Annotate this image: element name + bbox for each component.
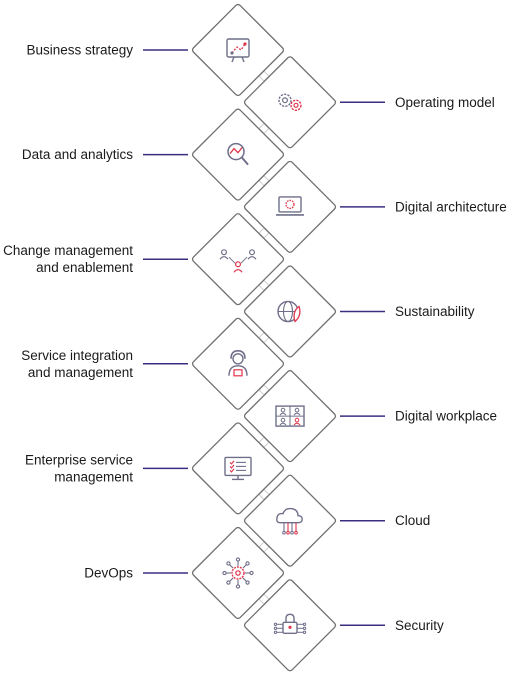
node-laptop-gear: Digital architecture	[243, 160, 507, 253]
item-label: Sustainability	[395, 304, 475, 319]
node-video-call-grid: Digital workplace	[243, 370, 497, 463]
node-cloud-circuit: Cloud	[243, 474, 430, 567]
node-strategy-board: Business strategy	[26, 3, 285, 97]
gears-icon	[278, 93, 302, 112]
diamond-tile	[243, 56, 337, 149]
item-label: Data and analytics	[22, 147, 133, 162]
diamond-tile	[243, 579, 337, 672]
diamond-tile	[191, 108, 285, 201]
people-network-icon	[219, 249, 257, 273]
diamond-tile	[243, 160, 337, 253]
item-label: Digital architecture	[395, 199, 507, 214]
headset-agent-icon	[228, 349, 248, 377]
diamond-tile	[191, 213, 285, 306]
devops-hub-icon	[222, 557, 254, 589]
diamond-tile	[191, 526, 285, 620]
monitor-checklist-icon	[224, 456, 252, 481]
video-call-grid-icon	[275, 405, 305, 427]
lock-circuit-icon	[273, 613, 307, 634]
node-magnifier-analytics: Data and analytics	[22, 108, 285, 201]
strategy-board-icon	[226, 38, 250, 63]
item-label: Operating model	[395, 95, 495, 110]
item-label: Cloud	[395, 513, 430, 528]
diamond-tile	[243, 474, 337, 567]
globe-leaf-icon	[277, 300, 301, 323]
node-globe-leaf: Sustainability	[243, 265, 475, 358]
item-label: DevOps	[84, 566, 133, 581]
diamond-tile	[191, 3, 285, 97]
item-label: Digital workplace	[395, 409, 497, 424]
magnifier-analytics-icon	[227, 142, 249, 166]
diamond-tile	[191, 422, 285, 515]
cloud-circuit-icon	[276, 507, 303, 535]
item-label: Business strategy	[26, 43, 133, 58]
item-label: Security	[395, 618, 444, 633]
node-lock-circuit: Security	[243, 579, 444, 672]
node-gears: Operating model	[243, 56, 495, 149]
laptop-gear-icon	[276, 196, 304, 216]
node-devops-hub: DevOps	[84, 526, 285, 620]
